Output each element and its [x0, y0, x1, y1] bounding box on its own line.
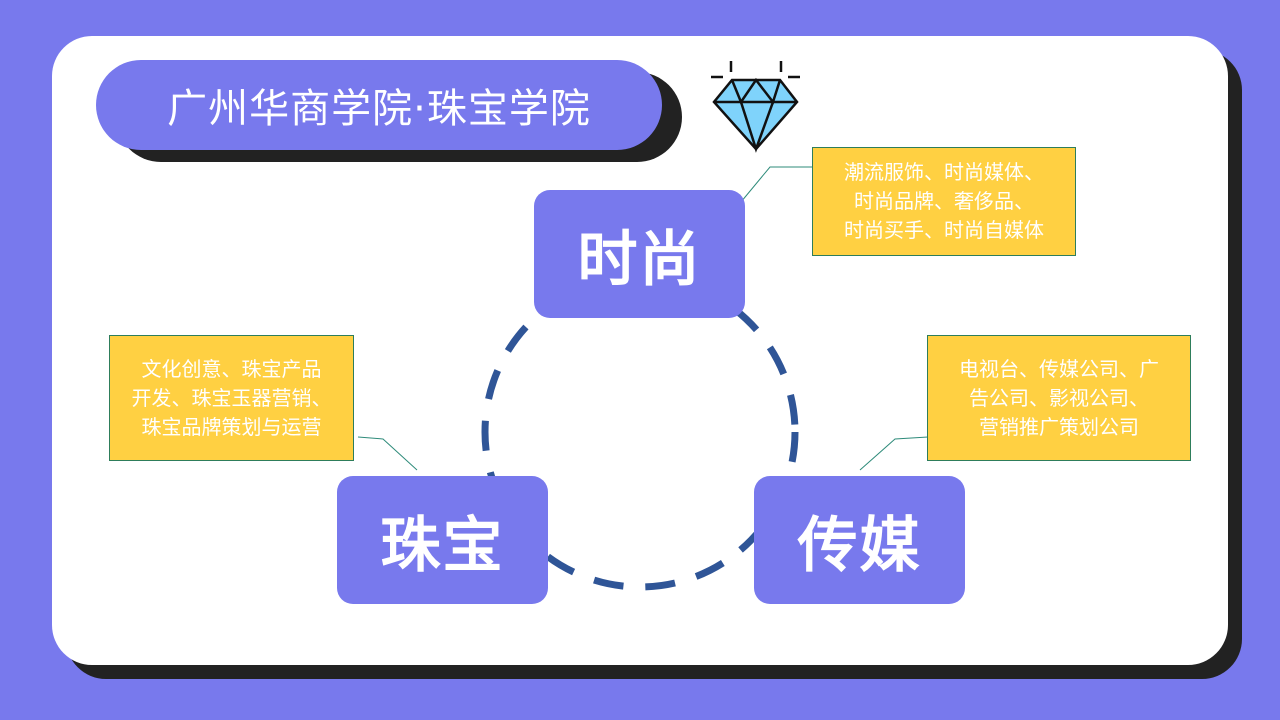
note-line: 告公司、影视公司、: [969, 385, 1149, 410]
note-media: 电视台、传媒公司、广 告公司、影视公司、 营销推广策划公司: [927, 335, 1191, 461]
note-line: 时尚买手、时尚自媒体: [844, 218, 1044, 242]
note-line: 电视台、传媒公司、广: [959, 356, 1159, 381]
diamond-icon: [711, 61, 800, 153]
note-line: 文化创意、珠宝产品: [141, 356, 322, 381]
note-line: 珠宝品牌策划与运营: [141, 414, 322, 439]
connector-jewelry: [357, 436, 418, 471]
node-media: 传媒: [754, 476, 965, 604]
note-line: 时尚品牌、奢侈品、: [854, 189, 1034, 213]
node-fashion: 时尚: [534, 190, 745, 318]
note-fashion: 潮流服饰、时尚媒体、 时尚品牌、奢侈品、 时尚买手、时尚自媒体: [812, 147, 1076, 256]
node-jewelry: 珠宝: [337, 476, 548, 604]
note-line: 潮流服饰、时尚媒体、: [844, 160, 1044, 184]
connector-media: [859, 436, 929, 471]
note-line: 营销推广策划公司: [979, 414, 1139, 439]
slide-title: 广州华商学院·珠宝学院: [96, 60, 662, 150]
connector-fashion: [735, 166, 812, 209]
note-jewelry: 文化创意、珠宝产品 开发、珠宝玉器营销、 珠宝品牌策划与运营: [109, 335, 354, 461]
note-line: 开发、珠宝玉器营销、: [131, 385, 332, 410]
